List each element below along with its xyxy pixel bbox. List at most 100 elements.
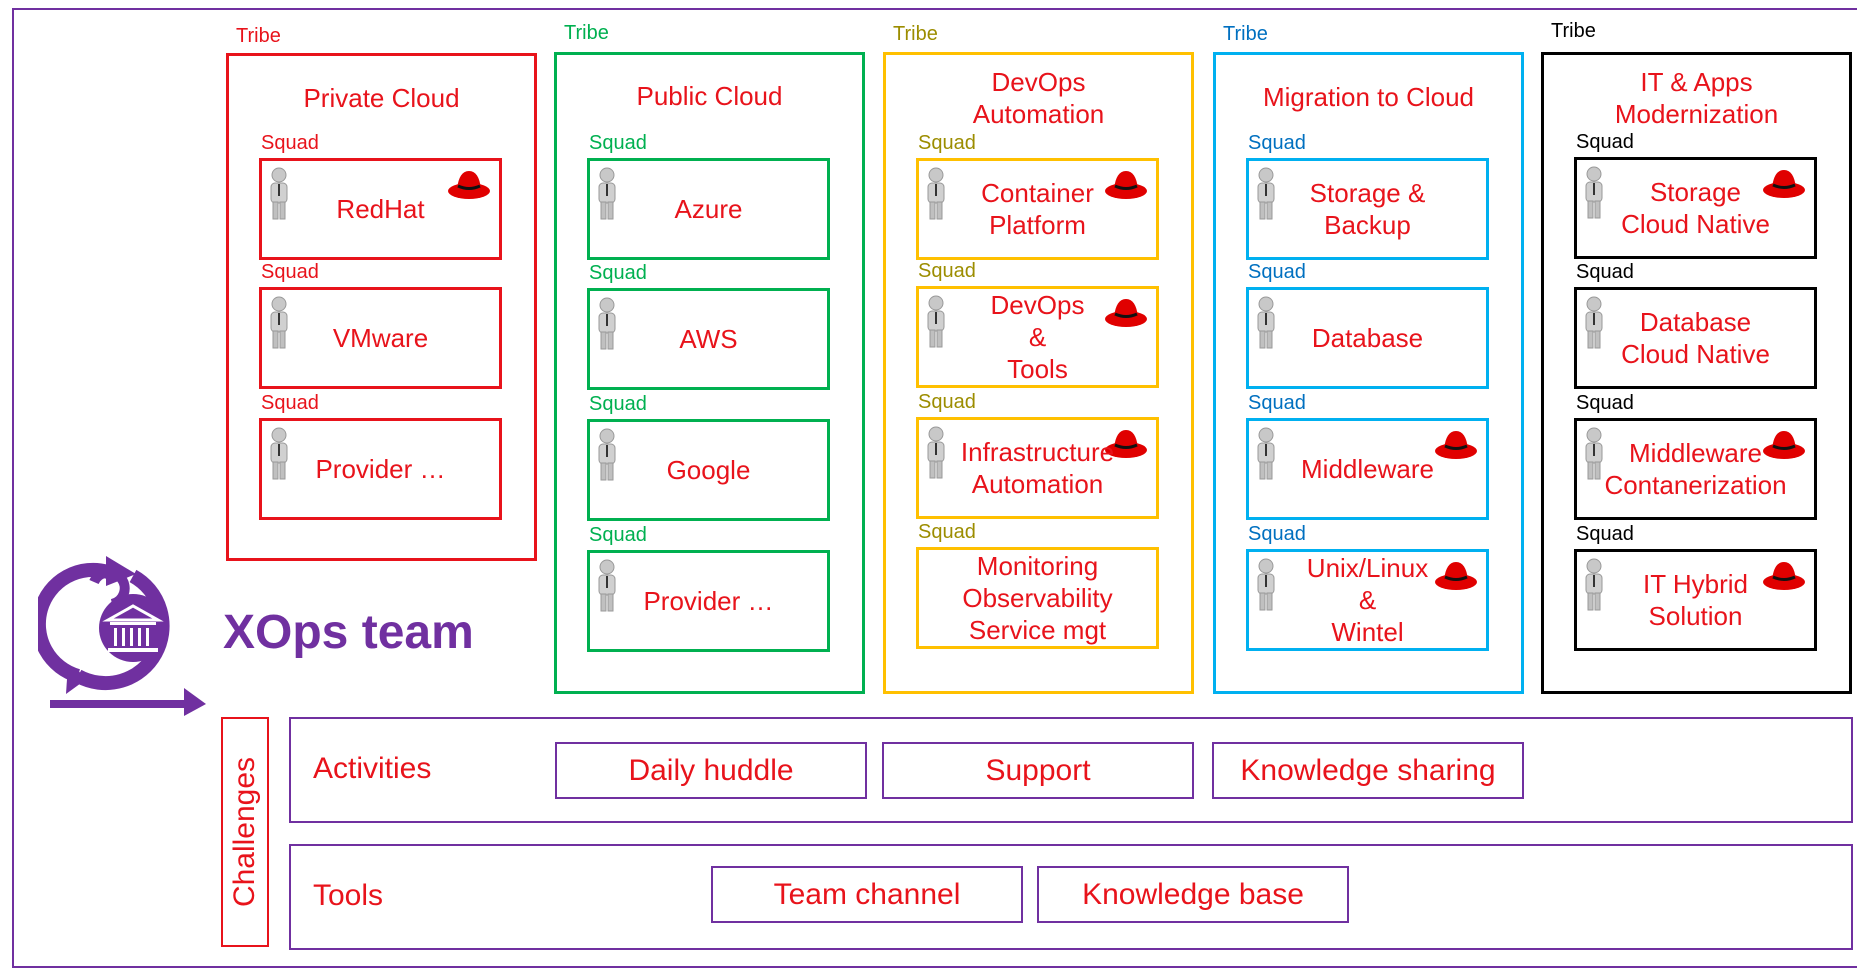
squad-label: Squad	[589, 393, 647, 415]
squad-label: Squad	[918, 132, 976, 154]
squad-name: Middleware Contanerization	[1604, 438, 1787, 500]
person-icon	[598, 297, 616, 350]
squad-name: Azure	[674, 194, 743, 224]
person-icon	[1257, 296, 1275, 349]
squad-box: Provider …	[259, 418, 502, 520]
squad-label: Squad	[1576, 261, 1634, 283]
person-icon	[927, 295, 945, 348]
squad-name: Google	[666, 455, 751, 485]
tribe-title: Public Cloud	[636, 81, 783, 111]
squad-box: Unix/Linux & Wintel	[1246, 549, 1489, 651]
squad-name: AWS	[679, 324, 738, 354]
squad-box: Middleware	[1246, 418, 1489, 520]
tribe-title: Migration to Cloud	[1263, 82, 1474, 112]
knowledge-base-pill: Knowledge base	[1037, 866, 1349, 923]
team-channel-pill: Team channel	[711, 866, 1023, 923]
person-icon	[927, 167, 945, 220]
squad-label: Squad	[1576, 523, 1634, 545]
redhat-icon	[1105, 171, 1147, 199]
squad-label: Squad	[589, 132, 647, 154]
squad-label: Squad	[589, 524, 647, 546]
squad-box: AWS	[587, 288, 830, 390]
squad-box: Azure	[587, 158, 830, 260]
redhat-icon	[1763, 562, 1805, 590]
squad-label: Squad	[1576, 131, 1634, 153]
daily-huddle-pill: Daily huddle	[555, 742, 867, 799]
tribe-label: Tribe	[893, 23, 938, 45]
squad-label: Squad	[1248, 132, 1306, 154]
redhat-icon	[1763, 170, 1805, 198]
tribe-label: Tribe	[1223, 23, 1268, 45]
squad-box: Container Platform	[916, 158, 1159, 260]
squad-name: DevOps & Tools	[990, 290, 1085, 384]
person-icon	[1257, 558, 1275, 611]
squad-box: DevOps & Tools	[916, 286, 1159, 388]
tools-title: Tools	[313, 879, 384, 912]
squad-label: Squad	[918, 391, 976, 413]
squad-box: IT Hybrid Solution	[1574, 549, 1817, 651]
support-pill: Support	[882, 742, 1194, 799]
redhat-icon	[1435, 431, 1477, 459]
squad-label: Squad	[589, 262, 647, 284]
squad-name: Container Platform	[981, 178, 1094, 240]
squad-box: Google	[587, 419, 830, 521]
tools-bar: Tools	[289, 844, 1853, 950]
squad-name: IT Hybrid Solution	[1643, 569, 1748, 631]
person-icon	[1585, 166, 1603, 219]
squad-box: Monitoring Observability Service mgt	[916, 547, 1159, 649]
squad-box: Infrastructure Automation	[916, 417, 1159, 519]
challenges-label-box: Challenges	[221, 717, 269, 947]
squad-label: Squad	[261, 261, 319, 283]
squad-box: Storage Cloud Native	[1574, 157, 1817, 259]
squad-label: Squad	[918, 521, 976, 543]
squad-name: Unix/Linux & Wintel	[1306, 553, 1429, 647]
squad-name: Database Cloud Native	[1621, 307, 1770, 369]
squad-label: Squad	[1248, 392, 1306, 414]
tribe-box	[1541, 52, 1852, 694]
squad-box: Provider …	[587, 550, 830, 652]
squad-name: RedHat	[336, 194, 425, 224]
squad-name: Storage Cloud Native	[1621, 177, 1770, 239]
person-icon	[270, 427, 288, 480]
knowledge-sharing-pill: Knowledge sharing	[1212, 742, 1524, 799]
squad-box: VMware	[259, 287, 502, 389]
person-icon	[1257, 427, 1275, 480]
squad-name: Provider …	[643, 586, 774, 616]
squad-label: Squad	[261, 392, 319, 414]
person-icon	[1257, 167, 1275, 220]
activities-title: Activities	[313, 752, 432, 785]
squad-label: Squad	[1248, 523, 1306, 545]
squad-name: Provider …	[315, 454, 446, 484]
tribe-box	[226, 53, 537, 561]
person-icon	[598, 428, 616, 481]
challenges-label: Challenges	[228, 756, 261, 908]
tribe-box	[883, 52, 1194, 694]
person-icon	[1585, 427, 1603, 480]
tribe-label: Tribe	[564, 22, 609, 44]
squad-name: Database	[1311, 323, 1424, 353]
squad-name: Monitoring Observability Service mgt	[962, 551, 1113, 645]
person-icon	[1585, 296, 1603, 349]
squad-box: Database	[1246, 287, 1489, 389]
squad-label: Squad	[918, 260, 976, 282]
tribe-label: Tribe	[1551, 20, 1596, 42]
redhat-icon	[1105, 299, 1147, 327]
person-icon	[270, 167, 288, 220]
tribe-label: Tribe	[236, 25, 281, 47]
person-icon	[270, 296, 288, 349]
squad-box: Database Cloud Native	[1574, 287, 1817, 389]
squad-name: Infrastructure Automation	[960, 437, 1115, 499]
redhat-icon	[1435, 562, 1477, 590]
tribe-title: Private Cloud	[303, 83, 460, 113]
squad-label: Squad	[261, 132, 319, 154]
squad-label: Squad	[1248, 261, 1306, 283]
person-icon	[927, 426, 945, 479]
squad-box: Storage & Backup	[1246, 158, 1489, 260]
redhat-icon	[1763, 431, 1805, 459]
redhat-icon	[448, 171, 490, 199]
activities-bar: Activities	[289, 717, 1853, 823]
squad-box: Middleware Contanerization	[1574, 418, 1817, 520]
tribe-title: IT & Apps Modernization	[1614, 67, 1779, 129]
person-icon	[598, 559, 616, 612]
xops-team-title: XOps team	[223, 606, 474, 659]
